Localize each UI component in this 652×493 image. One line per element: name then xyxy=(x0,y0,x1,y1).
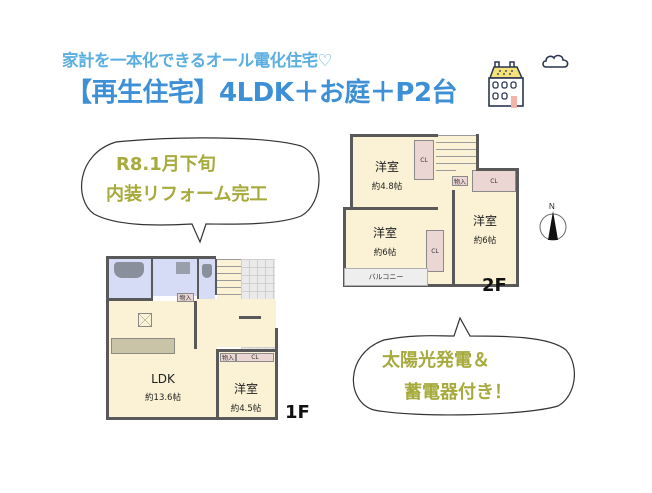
floor-label-2f: 2F xyxy=(482,275,507,296)
speech-bubble-top-left xyxy=(81,137,320,244)
skylight-icon xyxy=(138,313,152,327)
subtitle: 家計を一本化できるオール電化住宅♡ xyxy=(62,51,332,70)
closet-2f-b: CL xyxy=(426,230,444,272)
compass-n: N xyxy=(549,202,555,211)
storage-2f: 物入 xyxy=(452,176,468,186)
bubble-text-line1: 太陽光発電＆ xyxy=(382,350,490,371)
bubble-text-line2: 蓄電器付き！ xyxy=(404,382,512,403)
room-ldk xyxy=(109,301,217,417)
bathtub-icon xyxy=(114,262,144,278)
room-label-ldk: LDK 約13.6帖 xyxy=(145,372,181,403)
room-label-2f-a: 洋室 約4.8帖 xyxy=(371,160,403,192)
room-label-2f-b: 洋室 約6帖 xyxy=(372,226,397,258)
closet-2f-c: CL xyxy=(472,170,516,192)
floor-plan-1f: 物入 CL 物入 LDK 約13.6帖 洋室 約4.5帖 xyxy=(106,256,278,420)
bubble-text-line1: R8.1月下旬 xyxy=(116,154,216,175)
washroom xyxy=(153,259,197,296)
floor-label-1f: 1F xyxy=(285,402,310,423)
sink-icon xyxy=(176,262,190,274)
house-icon xyxy=(488,61,524,108)
balcony-2f: バルコニー xyxy=(344,268,428,286)
bubble-text-line2: 内装リフォーム完工 xyxy=(106,184,268,205)
closet-1f: CL xyxy=(236,353,274,362)
storage-1f-b: 物入 xyxy=(177,293,194,302)
room-label-2f-c: 洋室 約6帖 xyxy=(472,214,497,246)
compass-icon: N xyxy=(539,202,567,241)
room-label-1f-bedroom: 洋室 約4.5帖 xyxy=(230,382,262,414)
kitchen-counter xyxy=(111,338,175,354)
cloud-icon xyxy=(542,54,569,68)
room-1f-bedroom xyxy=(217,352,275,417)
speech-bubble-bottom-right xyxy=(352,316,575,416)
page-title: 【再生住宅】4LDK＋お庭＋P2台 xyxy=(66,78,458,108)
toilet-icon xyxy=(202,264,212,278)
storage-1f-a: 物入 xyxy=(220,353,236,362)
closet-2f-a: CL xyxy=(414,140,434,180)
